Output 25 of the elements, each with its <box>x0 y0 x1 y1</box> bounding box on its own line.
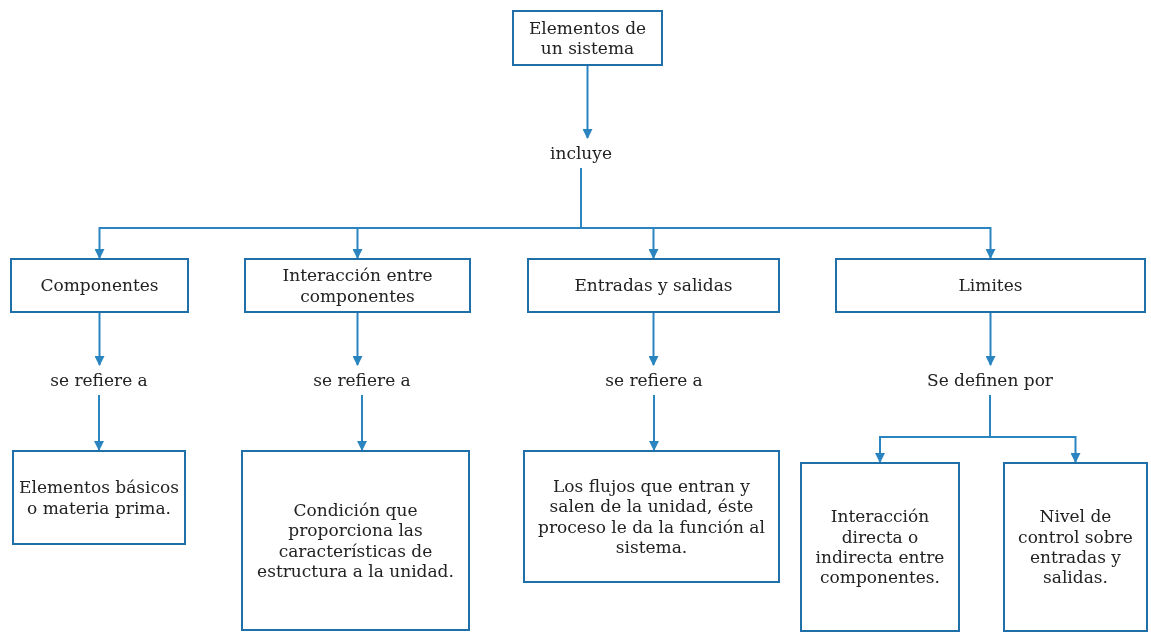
arrow <box>985 312 996 366</box>
linking-phrase: se refiere a <box>24 365 174 395</box>
linking-phrase: incluye <box>526 138 636 168</box>
concept-box: Limites <box>835 258 1146 313</box>
concept-box: Interacción directa o indirecta entre componentes. <box>800 462 960 632</box>
concept-box: Interacción entre componentes <box>244 258 471 313</box>
arrow <box>357 394 367 451</box>
linking-phrase: se refiere a <box>287 365 437 395</box>
concept-box: Elementos de un sistema <box>512 10 663 66</box>
concept-box: Nivel de control sobre entradas y salidas. <box>1003 462 1148 632</box>
arrow <box>580 167 996 259</box>
arrow <box>648 312 659 366</box>
concept-box: Los flujos que entran y salen de la unidad, éste proceso le da la función al sistema. <box>523 450 780 583</box>
arrow <box>94 394 104 451</box>
linking-phrase: se refiere a <box>579 365 729 395</box>
concept-box: Entradas y salidas <box>527 258 780 313</box>
arrow <box>989 394 1081 463</box>
concept-box: Componentes <box>10 258 189 313</box>
arrow <box>352 312 363 366</box>
linking-phrase: Se definen por <box>895 365 1085 395</box>
arrow <box>649 394 659 451</box>
concept-box: Condición que proporciona las características de estructura a la unidad. <box>241 450 470 631</box>
arrow <box>582 65 593 139</box>
concept-box: Elementos básicos o materia prima. <box>12 450 186 545</box>
arrow <box>94 312 105 366</box>
